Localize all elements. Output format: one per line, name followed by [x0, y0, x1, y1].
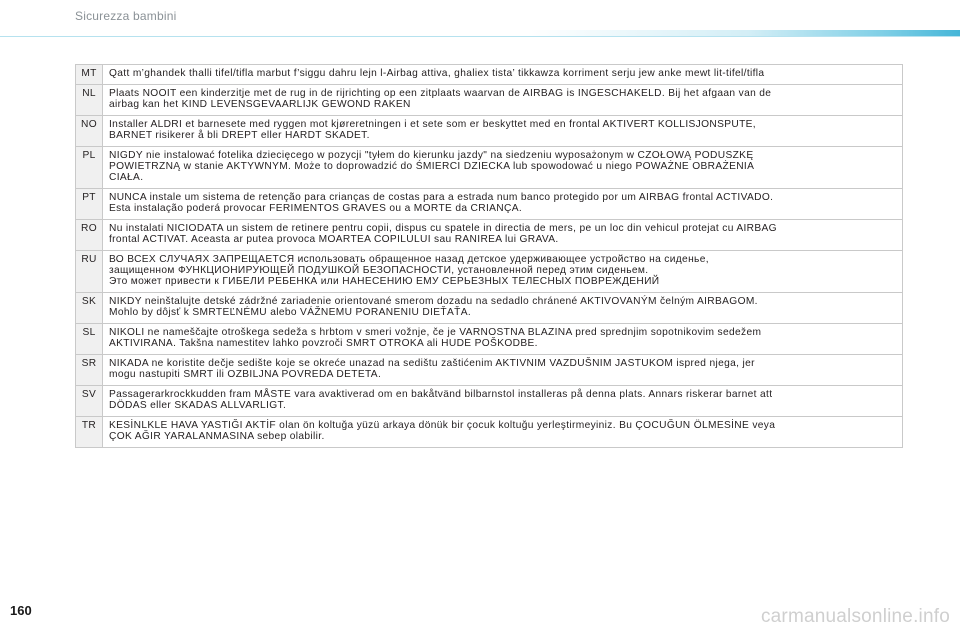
- language-code: MT: [75, 64, 103, 85]
- language-code: RO: [75, 219, 103, 251]
- language-code: SV: [75, 385, 103, 417]
- language-code: NO: [75, 115, 103, 147]
- header-divider: [0, 36, 960, 37]
- language-code: SK: [75, 292, 103, 324]
- language-code: SL: [75, 323, 103, 355]
- warning-text: Nu instalati NICIODATA un sistem de reti…: [102, 219, 903, 251]
- warning-text: NIGDY nie instalować fotelika dziecięceg…: [102, 146, 903, 189]
- language-code: RU: [75, 250, 103, 293]
- section-title: Sicurezza bambini: [75, 9, 177, 23]
- warning-text: NIKOLI ne nameščajte otroškega sedeža s …: [102, 323, 903, 355]
- language-code: TR: [75, 416, 103, 448]
- warning-text: KESİNLKLE HAVA YASTIĞI AKTİF olan ön kol…: [102, 416, 903, 448]
- warning-text: Plaats NOOIT een kinderzitje met de rug …: [102, 84, 903, 116]
- warning-text: NIKDY neinštalujte detské zádržné zariad…: [102, 292, 903, 324]
- warning-text: NIKADA ne koristite dečje sedište koje s…: [102, 354, 903, 386]
- language-code: NL: [75, 84, 103, 116]
- header-accent-bar: [0, 30, 960, 37]
- warning-text: Installer ALDRI et barnesete med ryggen …: [102, 115, 903, 147]
- watermark: carmanualsonline.info: [760, 606, 950, 627]
- warning-text: Qatt m’ghandek thalli tifel/tifla marbut…: [102, 64, 903, 85]
- page-number: 160: [10, 603, 32, 618]
- warning-text: Passagerarkrockkudden fram MÅSTE vara av…: [102, 385, 903, 417]
- language-code: PL: [75, 146, 103, 189]
- warning-text: ВО ВСЕХ СЛУЧАЯХ ЗАПРЕЩАЕТСЯ использовать…: [102, 250, 903, 293]
- warning-text: NUNCA instale um sistema de retenção par…: [102, 188, 903, 220]
- language-code: SR: [75, 354, 103, 386]
- language-code: PT: [75, 188, 103, 220]
